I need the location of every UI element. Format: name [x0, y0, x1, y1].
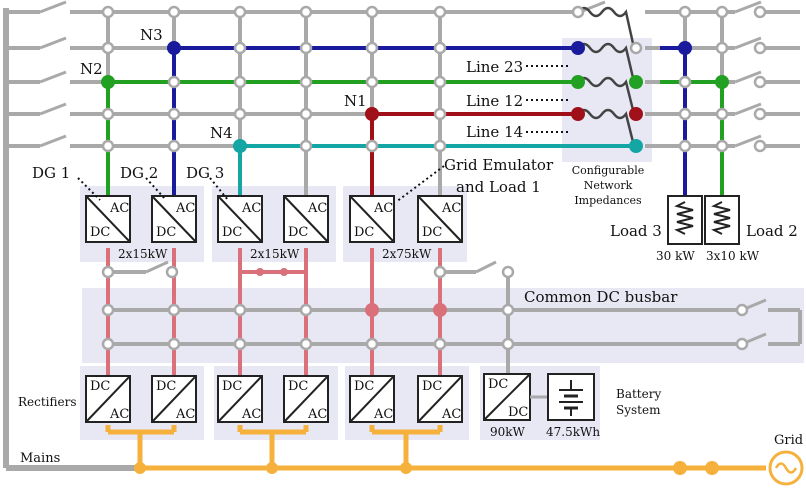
common-dc-label: Common DC busbar: [524, 288, 678, 306]
converter-dg3b: AC DC: [283, 195, 329, 243]
rect-dc-label: DC: [288, 379, 308, 394]
conv-dc-label: DC: [288, 225, 308, 240]
node-n2-label: N2: [80, 60, 103, 78]
mains-label: Mains: [20, 451, 60, 466]
rect-dc-label: DC: [90, 379, 110, 394]
rect-dc-label: DC: [156, 379, 176, 394]
rectifier-1: DC AC: [85, 375, 131, 423]
conv-dc-label: DC: [90, 225, 110, 240]
panel-common-dc: [82, 288, 804, 363]
rect-ac-label: AC: [241, 407, 261, 422]
load3-rating: 30 kW: [656, 249, 695, 263]
grid-label: Grid: [774, 433, 803, 448]
battery-icon: [547, 373, 595, 421]
grid-emulator-label: Grid Emulator: [444, 156, 554, 174]
rectifier-5: DC AC: [349, 375, 395, 423]
rect-ac-label: AC: [175, 407, 195, 422]
converter-dg3a: AC DC: [217, 195, 263, 243]
config-label-1: Configurable: [572, 164, 644, 177]
rectifier-2: DC AC: [151, 375, 197, 423]
loads: [667, 195, 740, 245]
rect-ac-label: AC: [441, 407, 461, 422]
dg-converters: AC DC AC DC AC DC AC DC AC DC: [85, 195, 463, 243]
mains-bus: [105, 425, 766, 471]
node-dots: [101, 41, 729, 153]
rectifier-6: DC AC: [417, 375, 463, 423]
rect-dc-label: DC: [422, 379, 442, 394]
node-n1-label: N1: [344, 92, 367, 110]
battery-system: DC DC: [483, 373, 595, 421]
dc-junctions: [101, 265, 749, 351]
rectifiers: DC AC DC AC DC AC DC AC DC AC: [85, 375, 463, 423]
load3-resistor: [667, 195, 703, 245]
batt-capacity: 47.5kWh: [546, 425, 600, 439]
and-load1-label: and Load 1: [456, 178, 541, 196]
conv-ac-label: AC: [175, 201, 195, 216]
converter-dg1: AC DC: [85, 195, 131, 243]
battery-label-1: Battery: [616, 387, 661, 401]
dc-pink-dots: [256, 268, 447, 317]
rect-ac-label: AC: [109, 407, 129, 422]
dg3-rating: 2x15kW: [250, 247, 300, 261]
rect-dc-label: DC: [354, 379, 374, 394]
ge-rating: 2x75kW: [382, 247, 432, 261]
node-n3-label: N3: [140, 26, 163, 44]
rectifier-4: DC AC: [283, 375, 329, 423]
rectifier-3: DC AC: [217, 375, 263, 423]
ac-grid-junctions: [101, 5, 767, 153]
battconv-dc-out-label: DC: [508, 405, 528, 420]
rect-dc-label: DC: [222, 379, 242, 394]
dg12-rating: 2x15kW: [118, 247, 168, 261]
impedance-coils: [577, 6, 636, 147]
text-labels: N3 N2 N1 N4 DG 1 DG 2 DG 3 Grid Emulator…: [18, 26, 803, 466]
battconv-dc-in-label: DC: [488, 377, 508, 392]
dg1-label: DG 1: [32, 164, 70, 182]
conv-dc-label: DC: [354, 225, 374, 240]
grid-source-icon: [768, 450, 804, 486]
line12-label: Line 12: [466, 92, 523, 110]
batt-conv-rating: 90kW: [490, 425, 526, 439]
battery-converter: DC DC: [483, 373, 531, 421]
conv-ac-label: AC: [241, 201, 261, 216]
conv-ac-label: AC: [373, 201, 393, 216]
load2-resistor: [704, 195, 740, 245]
rect-ac-label: AC: [373, 407, 393, 422]
rect-ac-label: AC: [307, 407, 327, 422]
conv-ac-label: AC: [109, 201, 129, 216]
config-label-2: Network: [584, 179, 633, 192]
line14-label: Line 14: [466, 123, 523, 141]
conv-ac-label: AC: [307, 201, 327, 216]
rectifiers-label: Rectifiers: [18, 395, 77, 409]
annotation-leaders: [77, 65, 570, 203]
battery-label-2: System: [616, 403, 661, 417]
node-n4-label: N4: [210, 124, 233, 142]
conv-dc-label: DC: [222, 225, 242, 240]
conv-dc-label: DC: [156, 225, 176, 240]
config-label-3: Impedances: [574, 194, 642, 207]
common-dc-busbar: [108, 260, 802, 378]
converter-ge-a: AC DC: [349, 195, 395, 243]
conv-dc-label: DC: [422, 225, 442, 240]
dg2-label: DG 2: [120, 164, 158, 182]
converter-ge-b: AC DC: [417, 195, 463, 243]
conv-ac-label: AC: [441, 201, 461, 216]
load3-label: Load 3: [610, 222, 662, 240]
switches: [39, 0, 762, 148]
left-bus: [3, 8, 140, 471]
line23-label: Line 23: [466, 58, 523, 76]
load2-rating: 3x10 kW: [706, 249, 760, 263]
mains-dots: [134, 461, 719, 475]
converter-dg2: AC DC: [151, 195, 197, 243]
dg3-label: DG 3: [186, 164, 224, 182]
load2-label: Load 2: [746, 222, 798, 240]
